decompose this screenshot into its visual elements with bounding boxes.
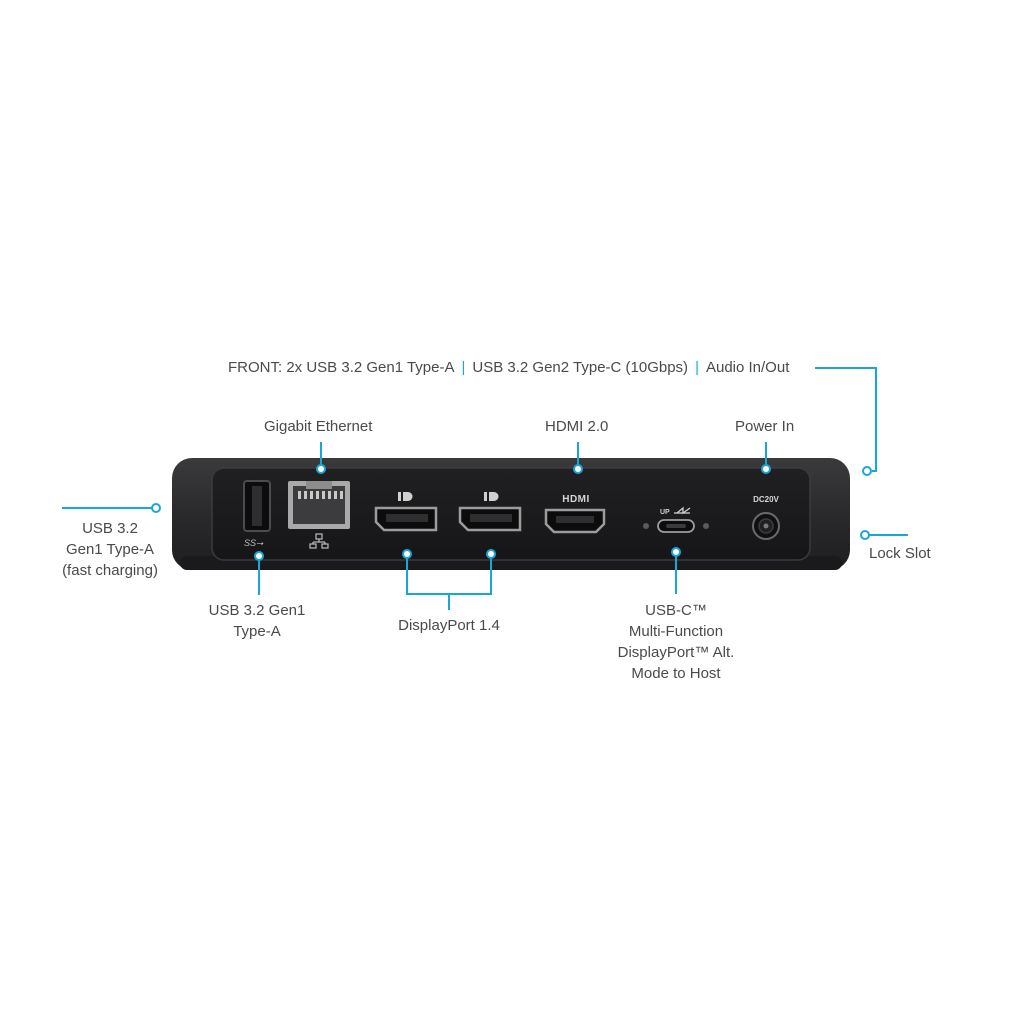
network-icon	[309, 533, 329, 549]
usb-a-port	[243, 480, 271, 532]
dp-logo-icon	[484, 492, 499, 501]
label-hdmi: HDMI 2.0	[545, 418, 609, 435]
callout-dot	[761, 464, 771, 474]
label-line: (fast charging)	[62, 562, 158, 579]
usbc-up-label: UP	[660, 509, 670, 516]
hdmi-port	[544, 508, 606, 534]
label-line: Mode to Host	[631, 665, 721, 682]
usb-superspeed-icon: SS⭢	[244, 538, 264, 548]
label-usb-c: USB-C™ Multi-Function DisplayPort™ Alt. …	[618, 600, 735, 684]
front-caption-separator: |	[695, 359, 699, 376]
callout-displayport	[406, 558, 492, 595]
displayport-1	[374, 506, 438, 532]
front-caption-part2: USB 3.2 Gen2 Type-C (10Gbps)	[472, 359, 689, 376]
front-caption-part3: Audio In/Out	[705, 359, 790, 376]
front-caption-separator: |	[461, 359, 466, 376]
callout-dot	[671, 547, 681, 557]
dc-power-jack	[752, 512, 780, 540]
usb-c-port	[643, 519, 709, 533]
label-line: DisplayPort™ Alt.	[617, 644, 735, 661]
front-caption-part1: FRONT: 2x USB 3.2 Gen1 Type-A	[228, 359, 455, 376]
label-displayport: DisplayPort 1.4	[398, 617, 500, 634]
dc-label: DC20V	[753, 495, 779, 504]
ethernet-port	[288, 481, 350, 529]
label-line: USB 3.2 Gen1	[208, 602, 306, 619]
thunderbolt-arrow-icon	[674, 506, 691, 515]
callout-dot	[860, 530, 870, 540]
callout-dot	[862, 466, 872, 476]
label-gigabit-ethernet: Gigabit Ethernet	[264, 418, 373, 435]
label-power-in: Power In	[735, 418, 795, 435]
label-line: USB-C™	[645, 602, 707, 619]
displayport-2	[458, 506, 522, 532]
callout-dot	[573, 464, 583, 474]
callout-dot	[254, 551, 264, 561]
hdmi-logo: HDMI	[562, 494, 590, 505]
label-line: USB 3.2	[82, 520, 138, 537]
callout-dot	[316, 464, 326, 474]
label-line: Type-A	[233, 623, 281, 640]
label-line: Gen1 Type-A	[65, 541, 155, 558]
callout-front	[815, 367, 877, 472]
dp-logo-icon	[398, 492, 413, 501]
label-usb-fast-charging: USB 3.2 Gen1 Type-A (fast charging)	[62, 518, 158, 581]
callout-dot	[402, 549, 412, 559]
label-usb-type-a: USB 3.2 Gen1 Type-A	[209, 600, 306, 642]
callout-dot	[486, 549, 496, 559]
front-ports-caption: FRONT: 2x USB 3.2 Gen1 Type-A | USB 3.2 Ge…	[228, 358, 789, 377]
callout-dot	[151, 503, 161, 513]
label-line: Multi-Function	[628, 623, 724, 640]
label-lock-slot: Lock Slot	[869, 545, 931, 562]
